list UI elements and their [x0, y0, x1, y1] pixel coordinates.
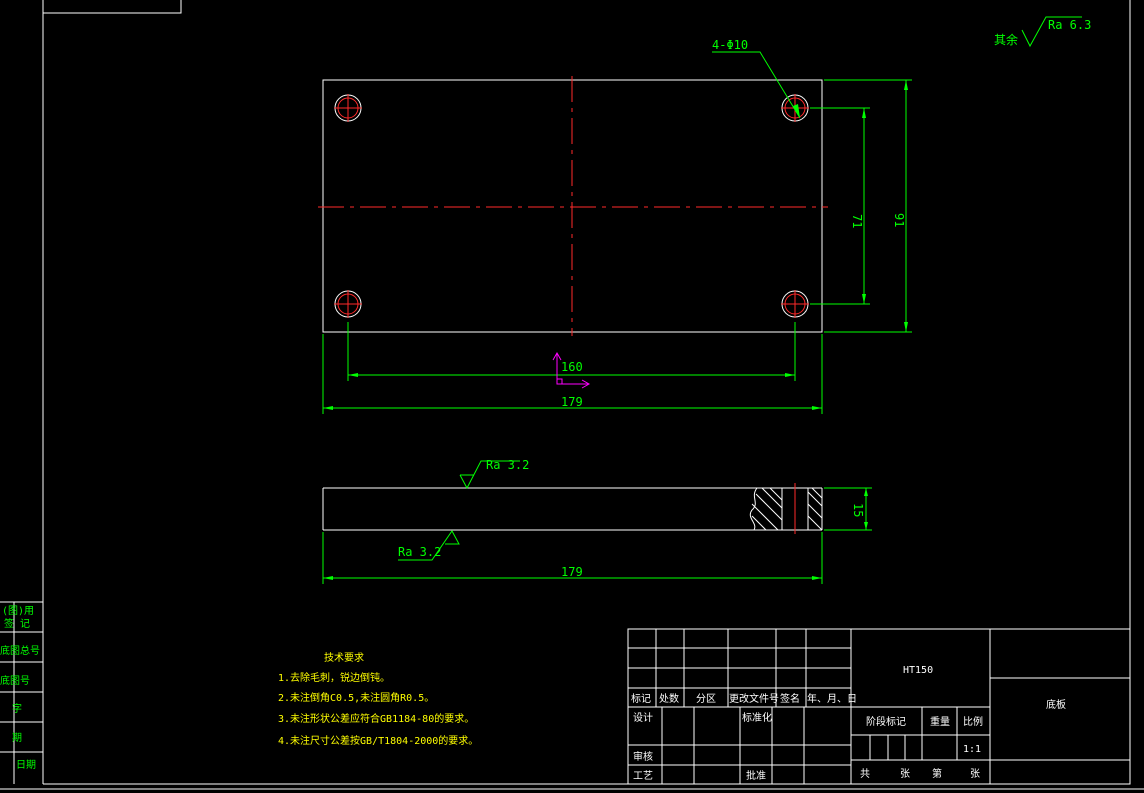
- svg-text:标记: 标记: [631, 693, 651, 705]
- svg-text:其余: 其余: [994, 32, 1018, 47]
- side-label: 期: [12, 732, 22, 744]
- dimension-15: 15: [824, 487, 872, 531]
- svg-text:Ra 3.2: Ra 3.2: [398, 545, 441, 559]
- svg-text:179: 179: [561, 395, 583, 409]
- svg-text:第: 第: [932, 767, 942, 780]
- front-view: Ra 3.2 Ra 3.2 15 179: [322, 458, 872, 584]
- dimension-179-top: 179: [322, 334, 823, 414]
- general-roughness: 其余 Ra 6.3: [994, 16, 1091, 48]
- title-block: 标记 处数 分区 更改文件号 签名 年、月、日 设计 标准化 审核 工艺 批准 …: [627, 628, 1131, 785]
- svg-text:年、月、日: 年、月、日: [807, 692, 857, 705]
- svg-text:160: 160: [561, 360, 583, 374]
- svg-text:4.未注尺寸公差按GB/T1804-2000的要求。: 4.未注尺寸公差按GB/T1804-2000的要求。: [278, 734, 478, 747]
- svg-text:工艺: 工艺: [633, 770, 653, 782]
- roughness-top: Ra 3.2: [459, 458, 529, 490]
- side-label: 签 记: [4, 617, 30, 630]
- svg-text:重量: 重量: [930, 715, 950, 728]
- mounting-hole: [334, 290, 362, 318]
- tech-requirements: 技术要求 1.去除毛刺，锐边倒钝。 2.未注倒角C0.5,未注圆角R0.5。 3…: [278, 651, 478, 747]
- dimension-71: 71: [810, 107, 870, 305]
- svg-text:设计: 设计: [633, 711, 653, 724]
- svg-text:处数: 处数: [659, 692, 679, 705]
- mounting-hole: [781, 290, 809, 318]
- svg-text:标准化: 标准化: [742, 711, 772, 724]
- svg-text:批准: 批准: [746, 769, 766, 782]
- section-hatch: [751, 487, 823, 531]
- dimension-179-front: 179: [322, 532, 823, 584]
- roughness-bottom: Ra 3.2: [398, 530, 460, 561]
- svg-text:比例: 比例: [963, 715, 983, 728]
- hole-callout: 4-Φ10: [712, 38, 801, 119]
- dimension-160: 160: [347, 322, 796, 381]
- svg-text:阶段标记: 阶段标记: [866, 715, 906, 728]
- svg-text:张: 张: [900, 768, 910, 780]
- svg-text:审核: 审核: [633, 750, 653, 763]
- svg-text:91: 91: [892, 213, 906, 227]
- side-label: 底图总号: [0, 644, 40, 657]
- svg-text:Ra 6.3: Ra 6.3: [1048, 18, 1091, 32]
- svg-text:179: 179: [561, 565, 583, 579]
- svg-text:71: 71: [850, 214, 864, 228]
- svg-text:1:1: 1:1: [963, 744, 981, 755]
- svg-text:1.去除毛刺，锐边倒钝。: 1.去除毛刺，锐边倒钝。: [278, 671, 390, 684]
- svg-text:底板: 底板: [1046, 698, 1066, 711]
- svg-text:3.未注形状公差应符合GB1184-80的要求。: 3.未注形状公差应符合GB1184-80的要求。: [278, 712, 474, 725]
- svg-text:张: 张: [970, 768, 980, 780]
- svg-text:4-Φ10: 4-Φ10: [712, 38, 748, 52]
- side-label: 日期: [16, 759, 36, 771]
- side-label: 底图号: [0, 674, 30, 687]
- svg-text:更改文件号: 更改文件号: [729, 692, 779, 705]
- svg-text:2.未注倒角C0.5,未注圆角R0.5。: 2.未注倒角C0.5,未注圆角R0.5。: [278, 691, 434, 704]
- side-label: (图)用: [2, 605, 34, 617]
- mounting-hole: [334, 94, 362, 122]
- side-label: 字: [12, 702, 22, 715]
- side-strip: (图)用 签 记 底图总号 底图号 字 期 日期: [0, 601, 43, 784]
- svg-text:共: 共: [860, 768, 870, 780]
- svg-text:HT150: HT150: [903, 665, 933, 676]
- dimension-91: 91: [824, 79, 912, 333]
- svg-text:技术要求: 技术要求: [324, 651, 364, 664]
- svg-text:Ra 3.2: Ra 3.2: [486, 458, 529, 472]
- svg-text:签名: 签名: [780, 692, 800, 705]
- svg-text:15: 15: [851, 503, 865, 517]
- svg-text:分区: 分区: [696, 693, 716, 705]
- ucs-icon: [552, 351, 591, 389]
- top-view: 4-Φ10 160 179 71: [318, 38, 912, 414]
